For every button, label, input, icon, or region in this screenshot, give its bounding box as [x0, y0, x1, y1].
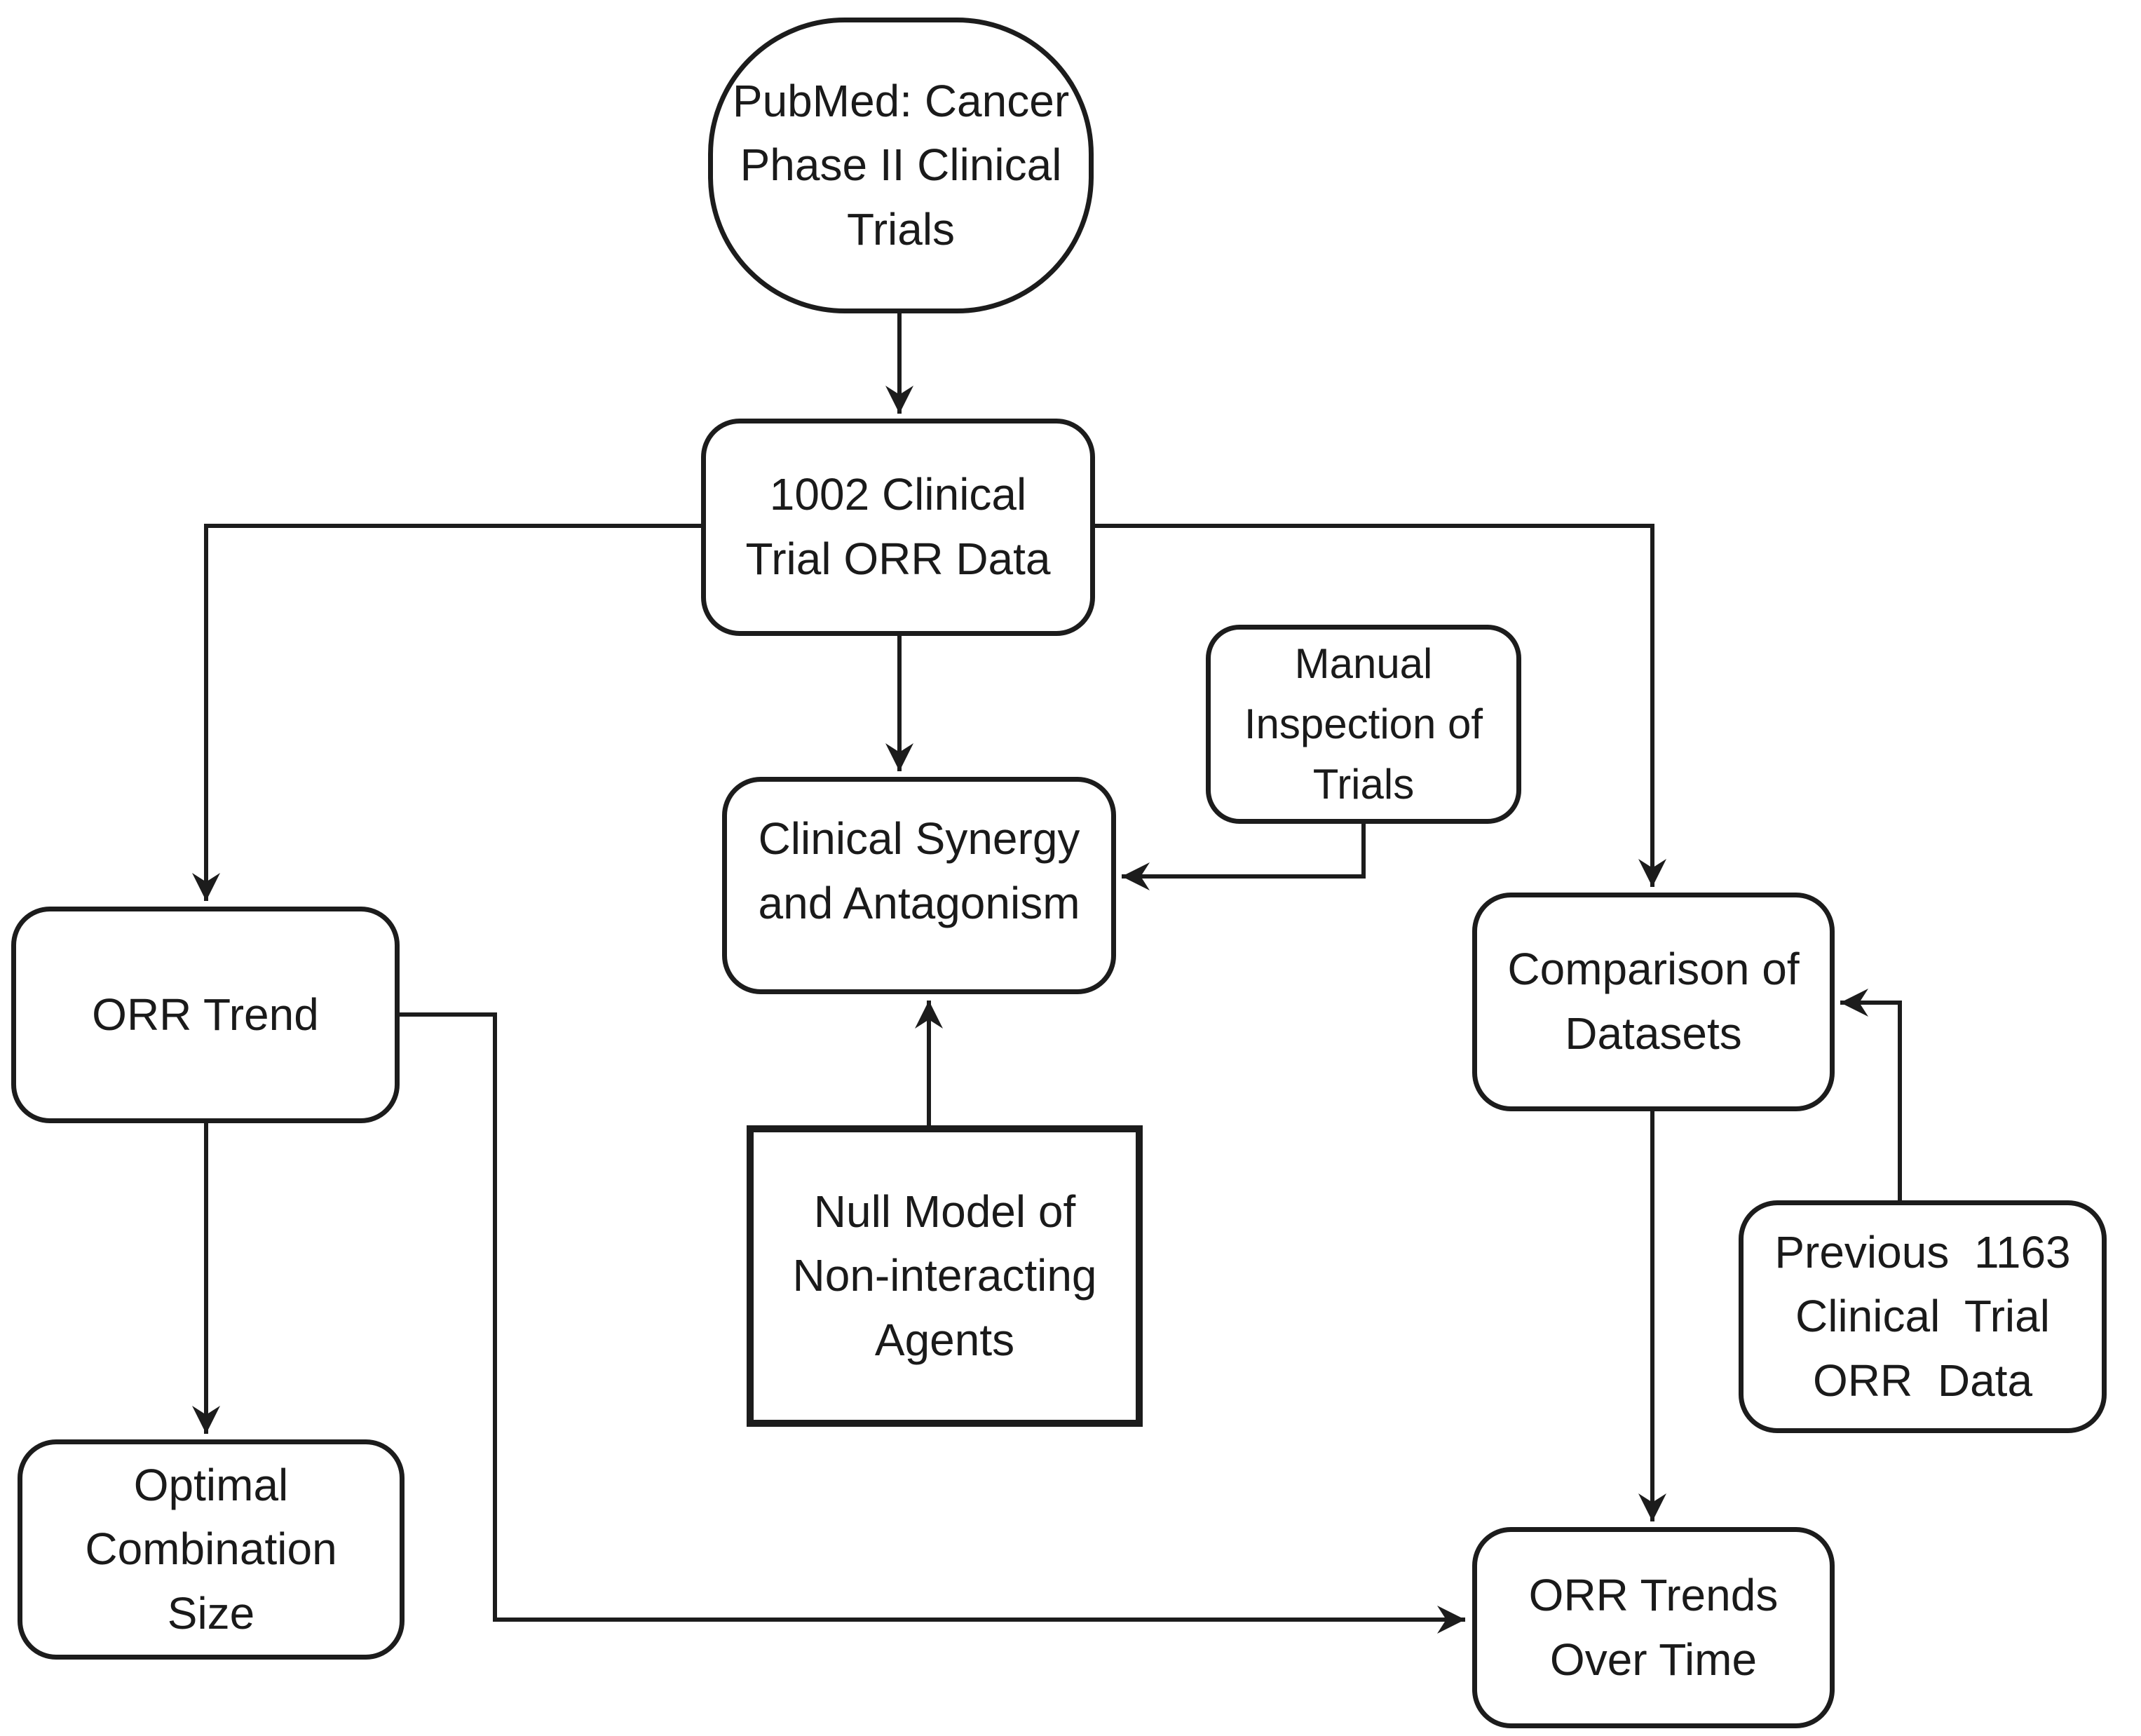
node-comparison-of-datasets: Comparison of Datasets [1472, 893, 1835, 1111]
node-label-line: Non-interacting [792, 1250, 1097, 1301]
node-label-line: Inspection of [1244, 700, 1483, 748]
node-orr-trend: ORR Trend [11, 907, 400, 1123]
node-label-line: Clinical Synergy [758, 813, 1080, 864]
node-label-line: Phase II Clinical [740, 140, 1062, 191]
node-optimal-combination-size: Optimal Combination Size [18, 1439, 405, 1660]
edge-data1002-to-orr-trend [192, 524, 702, 901]
node-label-line: Trials [846, 203, 956, 255]
node-label-line: Datasets [1565, 1008, 1742, 1059]
node-label-line: PubMed: Cancer [732, 75, 1070, 126]
node-manual-inspection: Manual Inspection of Trials [1206, 625, 1521, 824]
node-orr-trends-over-time: ORR Trends Over Time [1472, 1527, 1835, 1728]
node-label-line: ORR Trends [1528, 1569, 1779, 1620]
node-label-line: Manual [1294, 640, 1433, 688]
node-label-line: Trial ORR Data [745, 534, 1051, 584]
node-label-line: Size [167, 1587, 255, 1639]
node-label-line: Previous 1163 [1774, 1226, 2071, 1277]
edge-data1002-to-comparison [1092, 524, 1666, 887]
node-pubmed: PubMed: Cancer Phase II Clinical Trials [708, 18, 1094, 313]
node-label-line: Optimal [133, 1459, 289, 1510]
edge-manual-to-synergy [1122, 822, 1366, 890]
node-label-line: Null Model of [813, 1186, 1076, 1237]
node-label-line: 1002 Clinical [769, 469, 1027, 520]
node-previous-1163: Previous 1163 Clinical Trial ORR Data [1739, 1200, 2107, 1433]
node-label-line: Combination [85, 1524, 337, 1575]
node-label-line: Over Time [1549, 1634, 1758, 1685]
node-label-line: and Antagonism [758, 878, 1080, 928]
node-label-line: Trials [1312, 760, 1415, 808]
edge-orr-trend-to-orr-trends-time [398, 1012, 1465, 1634]
node-label-line: Comparison of [1507, 944, 1800, 995]
node-clinical-synergy: Clinical Synergy and Antagonism [722, 777, 1116, 994]
edge-previous1163-to-comparison [1840, 989, 1902, 1202]
node-1002-clinical-trial-orr-data: 1002 Clinical Trial ORR Data [701, 419, 1095, 636]
node-label-line: Agents [874, 1314, 1015, 1365]
node-label-line: ORR Data [1812, 1355, 2033, 1406]
node-label-line: ORR Trend [92, 989, 319, 1040]
node-label-line: Clinical Trial [1795, 1291, 2050, 1342]
node-null-model: Null Model of Non-interacting Agents [747, 1125, 1143, 1427]
